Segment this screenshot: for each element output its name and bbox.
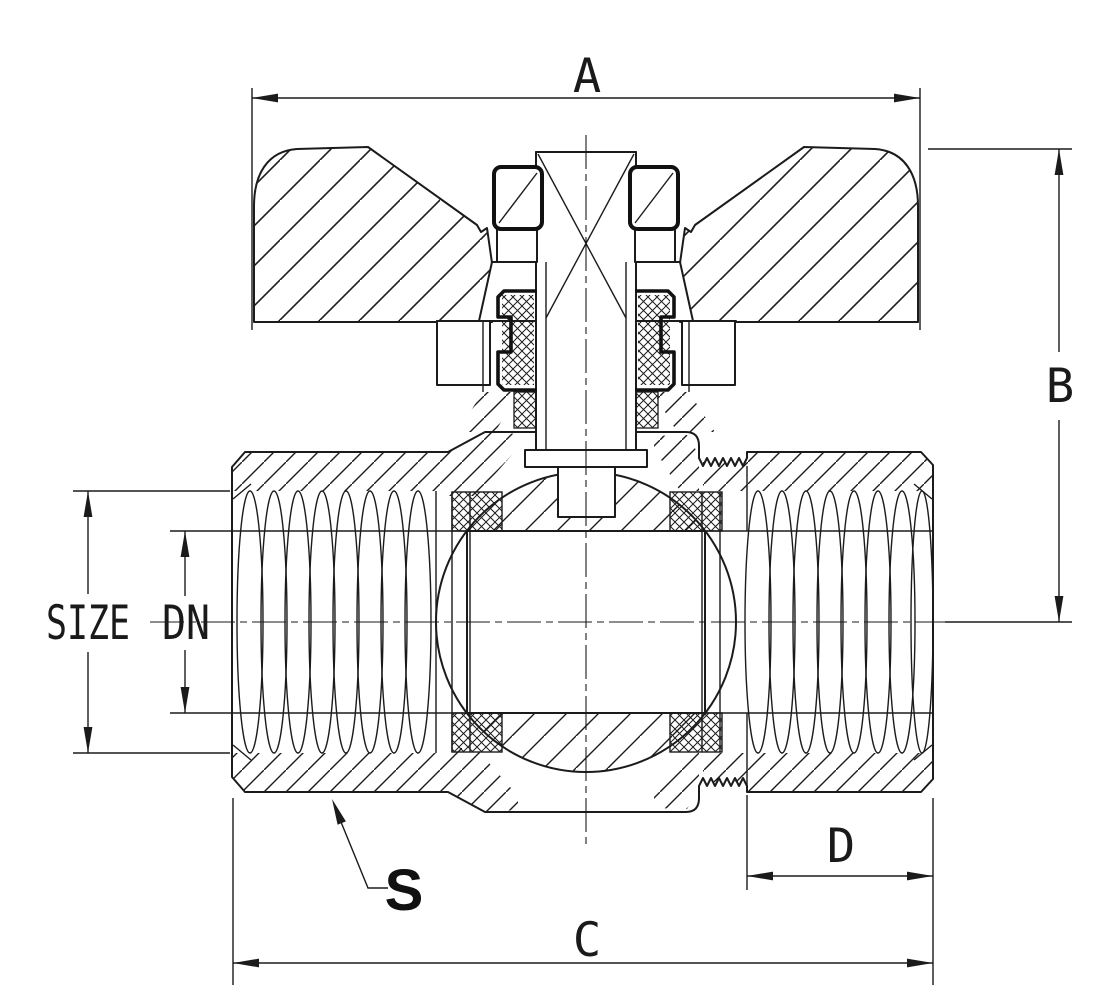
dim-label-dn: DN [162,596,210,651]
left-wing [253,146,493,323]
dimension-size: SIZE [46,490,230,754]
dimension-dn: DN [162,530,232,714]
handle-skirt-left [436,320,491,386]
stem-nuts [492,165,680,263]
dimension-c: C [232,798,934,985]
dim-label-s: S [385,858,424,923]
wing-handle [253,146,919,323]
dimension-d: D [746,795,933,890]
dim-label-size: SIZE [46,596,130,651]
dimension-b: B [928,148,1074,623]
body-section-hatching [232,392,933,812]
center-lines [150,135,1072,845]
dim-label-c: C [573,913,601,968]
dimension-a: A [251,49,921,330]
dim-label-d: D [827,819,855,874]
stem-packing [496,289,676,429]
stem-cross-section-x [537,153,635,319]
leader-s: S [332,799,423,923]
dim-label-b: B [1046,359,1074,414]
right-wing [679,146,919,323]
dim-label-a: A [573,49,601,104]
handle-skirt-right [681,320,736,386]
